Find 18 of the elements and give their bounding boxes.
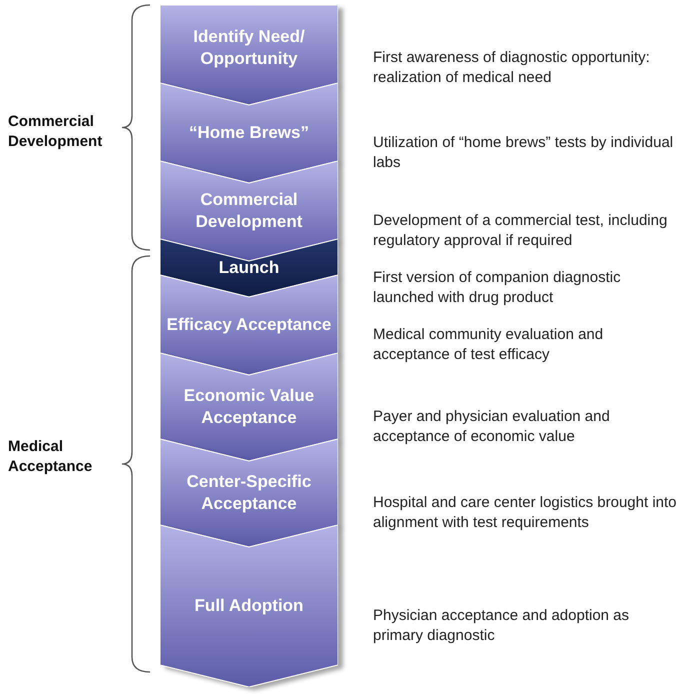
stage-title: Launch <box>218 256 280 279</box>
stage-description: Medical community evaluation and acceptance of test efficacy <box>373 325 604 364</box>
group-label: Medical Acceptance <box>8 437 94 476</box>
stage-description: First version of companion diagnostic launched with drug product <box>373 268 622 307</box>
stage-description: First awareness of diagnostic opportunity: realization of medical need <box>373 48 651 88</box>
stage-title: Identify Need/ Opportunity <box>192 26 306 70</box>
stage-title: Efficacy Acceptance <box>166 314 332 336</box>
stage-title: Center-Specific Acceptance <box>186 470 312 515</box>
stage-title: Full Adoption <box>194 594 304 617</box>
stage-description: Utilization of “home brews” tests by individual labs <box>373 133 674 172</box>
stage-description: Hospital and care center logistics brought into alignment with test requirements <box>373 493 678 532</box>
stage-description: Physician acceptance and adoption as primary diagnostic <box>373 606 630 645</box>
stage-description: Development of a commercial test, including regulatory approval if required <box>373 211 668 250</box>
stage-title: “Home Brews” <box>189 122 309 144</box>
stage-description: Payer and physician evaluation and acceptance of economic value <box>373 407 611 446</box>
stage-title: Commercial Development <box>194 188 304 233</box>
stage-title: Economic Value Acceptance <box>182 384 316 429</box>
group-label: Commercial Development <box>8 112 104 151</box>
